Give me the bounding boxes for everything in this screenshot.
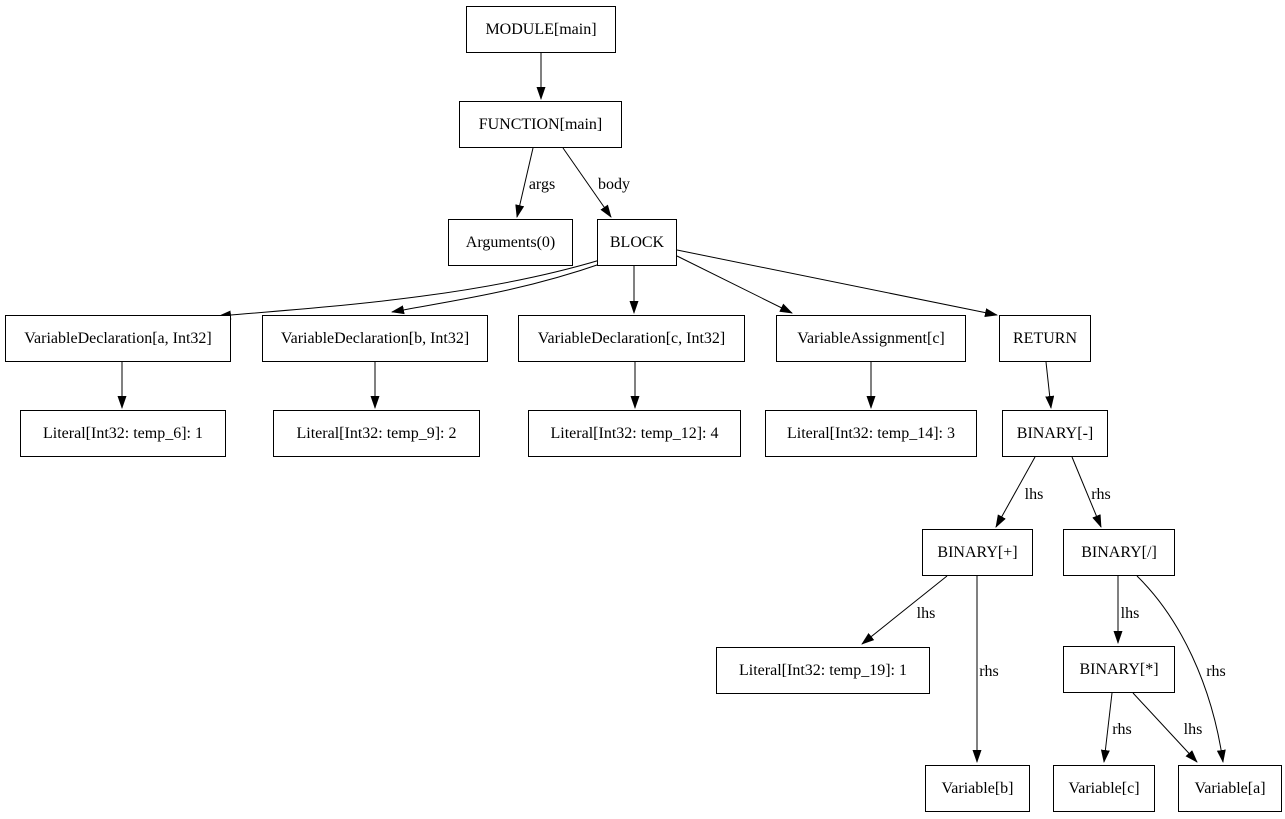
- node-block: BLOCK: [597, 219, 677, 266]
- node-var-decl-b: VariableDeclaration[b, Int32]: [262, 315, 488, 362]
- edge-return-binary-minus: [1045, 361, 1055, 409]
- edge-label-lhs-div-mul: lhs: [1120, 605, 1140, 622]
- edge-label-args: args: [528, 176, 556, 193]
- node-binary-minus: BINARY[-]: [1002, 410, 1108, 457]
- node-binary-div: BINARY[/]: [1063, 529, 1175, 576]
- edge-binary-plus-literal-19: [861, 575, 948, 645]
- node-variable-b: Variable[b]: [925, 765, 1030, 812]
- edge-label-lhs-minus-plus: lhs: [1024, 486, 1044, 503]
- edge-label-rhs-plus-variable-b: rhs: [979, 663, 999, 680]
- node-literal-temp-14: Literal[Int32: temp_14]: 3: [765, 410, 977, 457]
- node-binary-plus: BINARY[+]: [922, 529, 1033, 576]
- node-module: MODULE[main]: [466, 6, 616, 53]
- edge-label-rhs-div-variable-a: rhs: [1206, 663, 1226, 680]
- edge-label-body: body: [598, 176, 630, 193]
- node-return: RETURN: [999, 315, 1091, 362]
- node-arguments: Arguments(0): [448, 219, 573, 266]
- edge-block-var-assign-c: [676, 255, 793, 314]
- edge-block-return: [676, 249, 998, 318]
- node-var-decl-a: VariableDeclaration[a, Int32]: [5, 315, 231, 362]
- edge-label-lhs-plus-literal19: lhs: [916, 605, 936, 622]
- edge-binary-minus-binary-div: [1071, 456, 1102, 528]
- node-literal-temp-19: Literal[Int32: temp_19]: 1: [716, 647, 930, 694]
- node-var-assign-c: VariableAssignment[c]: [776, 315, 966, 362]
- node-function: FUNCTION[main]: [459, 101, 622, 148]
- edge-function-arguments: [515, 147, 534, 218]
- edge-binary-div-variable-a: [1136, 575, 1226, 763]
- edge-binary-mul-variable-a: [1132, 692, 1198, 763]
- node-literal-temp-9: Literal[Int32: temp_9]: 2: [273, 410, 480, 457]
- edge-block-var-decl-b: [391, 262, 604, 315]
- edge-block-var-decl-a: [218, 259, 601, 320]
- edge-label-lhs-mul-variable-a: lhs: [1183, 721, 1203, 738]
- node-literal-temp-12: Literal[Int32: temp_12]: 4: [528, 410, 741, 457]
- node-variable-a: Variable[a]: [1178, 765, 1282, 812]
- node-var-decl-c: VariableDeclaration[c, Int32]: [518, 315, 745, 362]
- edge-binary-minus-binary-plus: [995, 456, 1036, 528]
- node-literal-temp-6: Literal[Int32: temp_6]: 1: [20, 410, 226, 457]
- edge-label-rhs-mul-variable-c: rhs: [1112, 721, 1132, 738]
- node-variable-c: Variable[c]: [1053, 765, 1155, 812]
- edge-label-rhs-minus-div: rhs: [1091, 486, 1111, 503]
- edge-function-block: [562, 147, 612, 218]
- node-binary-mul: BINARY[*]: [1063, 646, 1175, 693]
- edge-binary-mul-variable-c: [1100, 692, 1113, 763]
